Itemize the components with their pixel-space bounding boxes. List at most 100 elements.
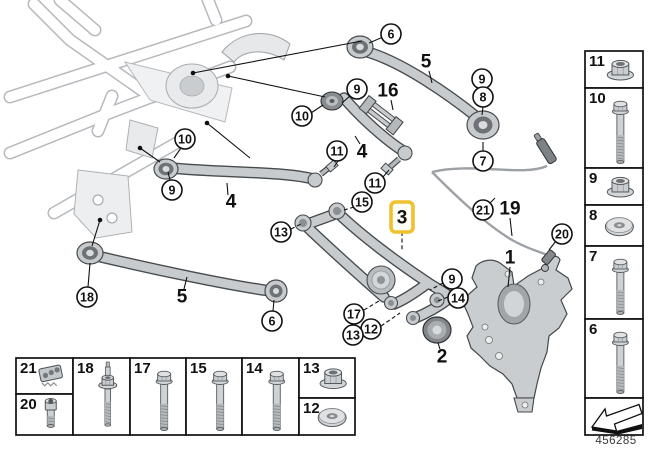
legend-number[interactable]: 13	[303, 360, 320, 377]
legend-number[interactable]: 6	[589, 321, 597, 338]
callout-8[interactable]: 8	[472, 86, 494, 108]
svg-text:12: 12	[364, 323, 378, 337]
legend-cell-21[interactable]: 21	[15, 357, 74, 395]
fastener-icon-bolt	[611, 100, 629, 164]
svg-text:7: 7	[480, 155, 487, 169]
legend-number[interactable]: 20	[20, 396, 37, 413]
svg-text:6: 6	[269, 315, 276, 329]
legend-cell-17[interactable]: 17	[129, 357, 187, 436]
legend-cell-6[interactable]: 6	[584, 318, 644, 399]
wheel-carrier	[462, 255, 573, 413]
callout-20[interactable]: 20	[551, 223, 573, 245]
legend-cell-7[interactable]: 7	[584, 245, 644, 320]
callout-12[interactable]: 12	[360, 318, 382, 340]
legend-cell-18[interactable]: 18	[72, 357, 131, 436]
legend-number[interactable]: 10	[589, 90, 606, 107]
legend-number[interactable]: 9	[589, 170, 597, 187]
legend-cell-15[interactable]: 15	[185, 357, 243, 436]
legend-number[interactable]: 8	[589, 207, 597, 224]
callout-6[interactable]: 6	[380, 23, 402, 45]
callout-21[interactable]: 21	[472, 199, 494, 221]
part-label-5[interactable]: 5	[421, 52, 432, 73]
legend-cell-9[interactable]: 9	[584, 167, 644, 206]
legend-cell-13[interactable]: 13	[298, 357, 356, 399]
svg-text:21: 21	[476, 204, 490, 218]
callout-11[interactable]: 11	[364, 172, 386, 194]
highlighted-callout-3[interactable]: 3	[389, 200, 415, 234]
fastener-icon-washer	[604, 217, 634, 237]
callout-6[interactable]: 6	[261, 310, 283, 332]
link-part	[358, 94, 404, 136]
direction-arrow-icon	[590, 403, 643, 432]
part-label-2[interactable]: 2	[437, 347, 448, 368]
callout-15[interactable]: 15	[351, 191, 373, 213]
part-label-16[interactable]: 16	[377, 81, 398, 102]
callout-17[interactable]: 17	[343, 303, 365, 325]
part-label-4[interactable]: 4	[357, 142, 368, 163]
leader-dots	[97, 70, 231, 223]
callout-9[interactable]: 9	[161, 179, 183, 201]
legend-cell-14[interactable]: 14	[241, 357, 300, 436]
svg-text:6: 6	[388, 28, 395, 42]
bushing-eyes	[76, 35, 500, 326]
direction-arrow-shadow	[592, 424, 642, 435]
callout-9[interactable]: 9	[346, 78, 368, 100]
fastener-icon-stud-nut	[98, 361, 118, 427]
legend-number[interactable]: 11	[589, 53, 605, 70]
fastener-icon-bolt	[611, 258, 629, 315]
callout-10[interactable]: 10	[174, 128, 196, 150]
legend-cell-8[interactable]: 8	[584, 204, 644, 247]
svg-text:13: 13	[346, 329, 360, 343]
fastener-icon-bolt	[211, 370, 229, 431]
part-label-4[interactable]: 4	[226, 192, 237, 213]
svg-text:14: 14	[451, 292, 465, 306]
svg-text:11: 11	[330, 145, 343, 159]
callout-13[interactable]: 13	[270, 221, 292, 243]
svg-text:9: 9	[479, 73, 486, 87]
svg-text:18: 18	[80, 291, 94, 305]
part-label-5[interactable]: 5	[177, 287, 188, 308]
legend-cell-12[interactable]: 12	[298, 397, 356, 436]
callout-14[interactable]: 14	[447, 287, 469, 309]
fastener-icon-washer	[317, 408, 347, 428]
svg-text:9: 9	[449, 273, 456, 287]
part-label-1[interactable]: 1	[505, 248, 516, 269]
callout-10[interactable]: 10	[291, 105, 313, 127]
legend-number[interactable]: 21	[20, 360, 37, 377]
abs-sensor	[541, 249, 556, 265]
callout-18[interactable]: 18	[76, 286, 98, 308]
legend-cell-20[interactable]: 20	[15, 393, 74, 436]
fastener-icon-bolt	[268, 370, 286, 431]
svg-text:9: 9	[354, 83, 361, 97]
svg-text:20: 20	[555, 228, 569, 242]
fastener-icon-flange-nut	[606, 59, 635, 81]
callout-9[interactable]: 9	[471, 68, 493, 90]
legend-cell-11[interactable]: 11	[584, 50, 644, 89]
part-label-19[interactable]: 19	[499, 199, 520, 220]
callout-13[interactable]: 13	[342, 324, 364, 346]
frame-bracket	[73, 169, 133, 239]
direction-arrow-cell	[584, 397, 644, 436]
legend-number[interactable]: 7	[589, 248, 597, 265]
callout-11[interactable]: 11	[326, 140, 348, 162]
fastener-icon-bolt	[611, 331, 629, 394]
fastener-icon-flange-nut	[319, 368, 347, 390]
svg-text:8: 8	[480, 91, 487, 105]
legend-number[interactable]: 12	[303, 400, 320, 417]
highlight-box	[389, 200, 415, 234]
legend-number[interactable]: 18	[77, 360, 94, 377]
svg-text:9: 9	[169, 184, 176, 198]
svg-text:10: 10	[295, 110, 309, 124]
callout-9[interactable]: 9	[441, 268, 463, 290]
legend-number[interactable]: 17	[134, 360, 151, 377]
legend-cell-10[interactable]: 10	[584, 87, 644, 169]
svg-text:15: 15	[355, 196, 369, 210]
fastener-icon-bolt	[155, 370, 173, 431]
legend-number[interactable]: 14	[246, 360, 263, 377]
leader-lines	[87, 36, 557, 350]
legend-number[interactable]: 15	[190, 360, 207, 377]
fastener-icon-clip	[38, 364, 63, 387]
callout-7[interactable]: 7	[472, 150, 494, 172]
